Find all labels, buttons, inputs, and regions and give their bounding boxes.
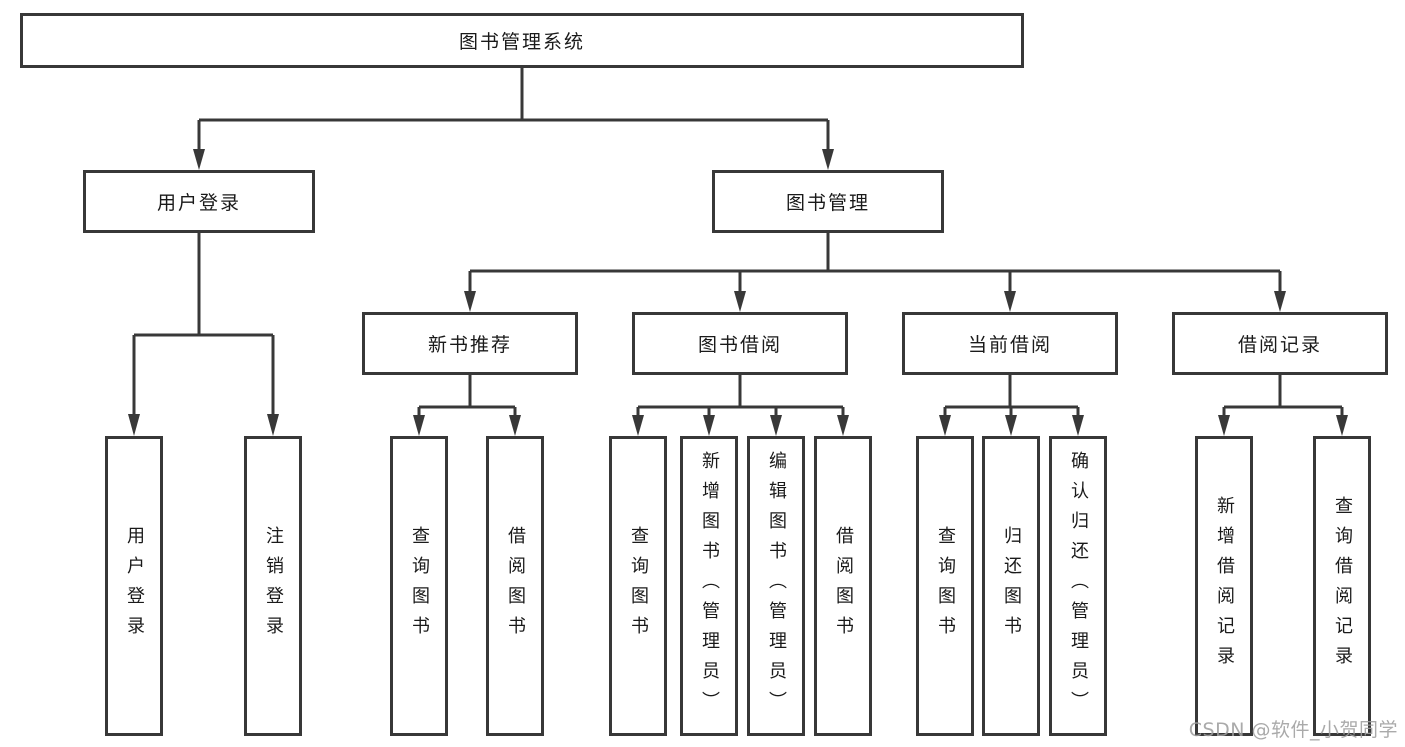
leaf-return-books-label: 归还图书: [1001, 526, 1022, 646]
leaf-add-books-admin-label: 新增图书（管理员）: [699, 451, 720, 721]
node-new-book-recommend: 新书推荐: [362, 312, 578, 375]
leaf-query-borrow-record-label: 查询借阅记录: [1332, 496, 1353, 676]
node-current-borrow-label: 当前借阅: [967, 334, 1052, 356]
leaf-query-borrow-record: 查询借阅记录: [1313, 436, 1371, 736]
leaf-confirm-return-admin: 确认归还（管理员）: [1049, 436, 1107, 736]
leaf-logout: 注销登录: [244, 436, 302, 736]
leaf-user-login: 用户登录: [105, 436, 163, 736]
node-current-borrow: 当前借阅: [902, 312, 1118, 375]
node-book-management-label: 图书管理: [785, 192, 870, 214]
node-book-borrow-label: 图书借阅: [697, 334, 782, 356]
node-borrow-records-label: 借阅记录: [1237, 334, 1322, 356]
leaf-borrow-books-recommend-label: 借阅图书: [505, 526, 526, 646]
leaf-query-books-current: 查询图书: [916, 436, 974, 736]
leaf-user-login-label: 用户登录: [124, 526, 145, 646]
leaf-add-borrow-record-label: 新增借阅记录: [1214, 496, 1235, 676]
leaf-query-books-recommend-label: 查询图书: [409, 526, 430, 646]
leaf-edit-books-admin-label: 编辑图书（管理员）: [766, 451, 787, 721]
leaf-confirm-return-admin-label: 确认归还（管理员）: [1068, 451, 1089, 721]
node-root-system: 图书管理系统: [20, 13, 1024, 68]
node-book-borrow: 图书借阅: [632, 312, 848, 375]
leaf-edit-books-admin: 编辑图书（管理员）: [747, 436, 805, 736]
leaf-query-books-borrow: 查询图书: [609, 436, 667, 736]
node-new-book-recommend-label: 新书推荐: [427, 334, 512, 356]
leaf-borrow-books-recommend: 借阅图书: [486, 436, 544, 736]
leaf-borrow-books: 借阅图书: [814, 436, 872, 736]
node-borrow-records: 借阅记录: [1172, 312, 1388, 375]
node-book-management: 图书管理: [712, 170, 944, 233]
arrowheads: [128, 149, 1348, 436]
leaf-query-books-recommend: 查询图书: [390, 436, 448, 736]
leaf-add-books-admin: 新增图书（管理员）: [680, 436, 738, 736]
node-user-login-label: 用户登录: [156, 192, 241, 214]
node-root-label: 图书管理系统: [458, 31, 585, 53]
leaf-query-books-borrow-label: 查询图书: [628, 526, 649, 646]
watermark-text: CSDN @软件_小贺同学: [1188, 719, 1398, 741]
leaf-add-borrow-record: 新增借阅记录: [1195, 436, 1253, 736]
leaf-borrow-books-label: 借阅图书: [833, 526, 854, 646]
node-user-login: 用户登录: [83, 170, 315, 233]
leaf-return-books: 归还图书: [982, 436, 1040, 736]
leaf-logout-label: 注销登录: [263, 526, 284, 646]
leaf-query-books-current-label: 查询图书: [935, 526, 956, 646]
